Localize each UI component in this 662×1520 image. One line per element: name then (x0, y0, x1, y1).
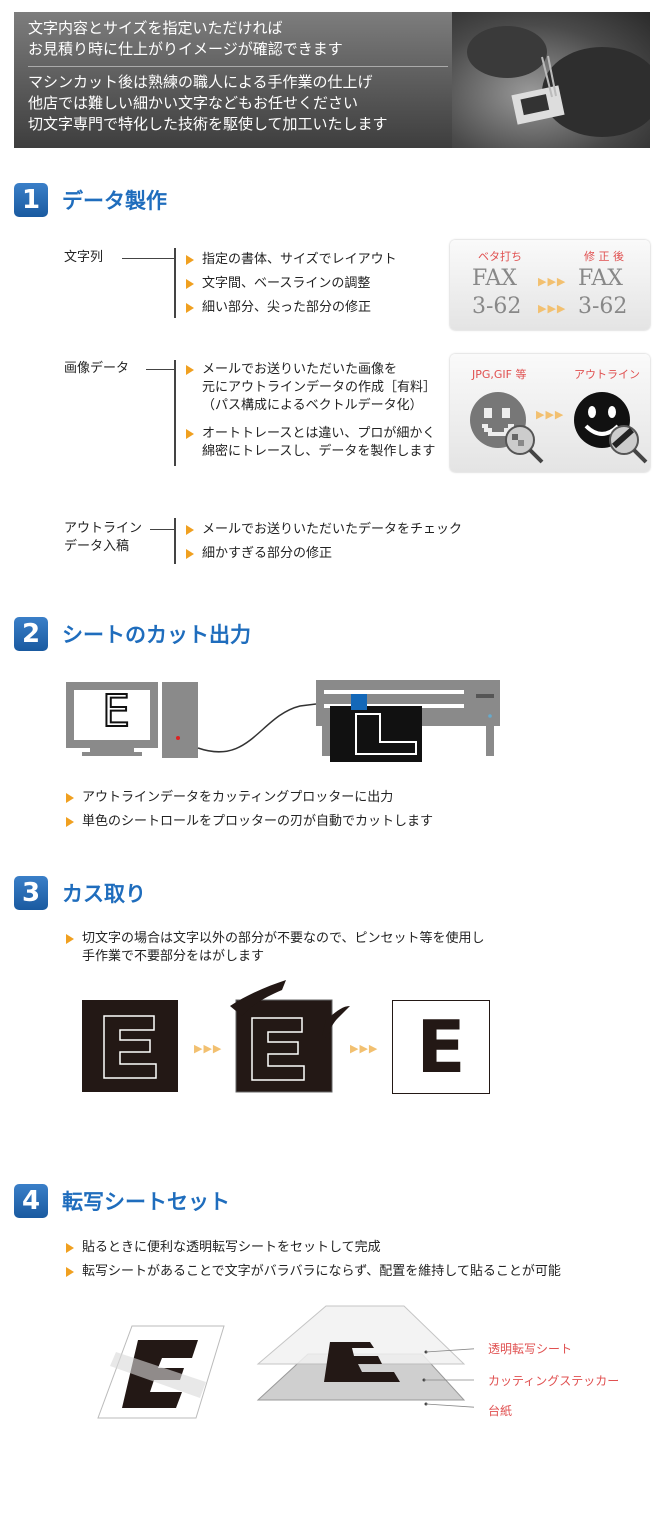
bullet-item: メールでお送りいただいた画像を元にアウトラインデータの作成［有料］（パス構成によ… (186, 361, 436, 415)
bullet-item: 貼るときに便利な透明転写シートをセットして完成 (66, 1239, 561, 1257)
bullet-arrow-icon (186, 525, 194, 535)
after-label: アウトライン (574, 368, 640, 381)
weeding-step-before (82, 1000, 178, 1092)
section-number-badge: 4 (14, 1184, 48, 1218)
section-title: データ製作 (62, 189, 167, 213)
after-text-line1: FAX (578, 266, 623, 291)
section-2-bullets: アウトラインデータをカッティングプロッターに出力 単色のシートロールをプロッター… (66, 789, 433, 837)
after-label: 修 正 後 (584, 250, 624, 263)
vinyl-sheet (330, 706, 422, 762)
banner-line: マシンカット後は熟練の職人による手作業の仕上げ (28, 73, 373, 91)
after-text-line2: 3-62 (578, 294, 628, 319)
weeding-step-peeling (230, 980, 350, 1093)
banner-line: 切文字専門で特化した技術を駆使して加工いたします (28, 115, 388, 133)
section-number-badge: 3 (14, 876, 48, 910)
bullet-arrow-icon (186, 255, 194, 265)
bullet-arrow-icon (66, 1267, 74, 1277)
outline-smiley-icon (574, 392, 648, 464)
layer-exploded-illustration (256, 1305, 474, 1408)
progress-arrows-icon: ▶▶▶ (538, 302, 567, 315)
connector-line (146, 369, 174, 370)
banner-line: 文字内容とサイズを指定いただければ (28, 19, 283, 37)
bullet-item: メールでお送りいただいたデータをチェック (186, 521, 462, 539)
section-number-badge: 2 (14, 617, 48, 651)
section-1-header: 1 データ製作 (14, 183, 314, 217)
row1-bullets: 指定の書体、サイズでレイアウト 文字間、ベースラインの調整 細い部分、尖った部分… (186, 251, 397, 323)
bullet-item: 指定の書体、サイズでレイアウト (186, 251, 397, 269)
section-title: 転写シートセット (62, 1190, 230, 1214)
progress-arrows-icon: ▶▶▶ (194, 1042, 223, 1055)
section-2-header: 2 シートのカット出力 (14, 617, 374, 651)
bullet-item: アウトラインデータをカッティングプロッターに出力 (66, 789, 433, 807)
connector-bar (174, 360, 176, 466)
label-backing-paper: 台紙 (488, 1404, 513, 1418)
progress-arrows-icon: ▶▶▶ (536, 408, 565, 421)
computer-to-plotter-illustration (66, 680, 500, 762)
section-title: カス取り (62, 882, 146, 906)
bullet-item: 細い部分、尖った部分の修正 (186, 299, 397, 317)
cutter-head (351, 694, 367, 710)
bullet-item: オートトレースとは違い、プロが細かく綿密にトレースし、データを製作します (186, 425, 436, 461)
header-banner: 文字内容とサイズを指定いただければ お見積り時に仕上がりイメージが確認できます … (14, 12, 650, 148)
monitor-letter: E (101, 686, 131, 737)
bullet-arrow-icon (66, 934, 74, 944)
bullet-item: 文字間、ベースラインの調整 (186, 275, 397, 293)
craftsman-photo (452, 12, 650, 148)
banner-text: 文字内容とサイズを指定いただければ お見積り時に仕上がりイメージが確認できます … (28, 18, 468, 135)
section-title: シートのカット出力 (62, 623, 251, 647)
banner-divider (28, 66, 448, 67)
raster-smiley-icon (470, 392, 544, 464)
bullet-arrow-icon (186, 303, 194, 313)
bullet-item: 切文字の場合は文字以外の部分が不要なので、ピンセット等を使用し手作業で不要部分を… (66, 930, 484, 966)
section-4-bullets: 貼るときに便利な透明転写シートをセットして完成 転写シートがあることで文字がバラ… (66, 1239, 561, 1287)
connector-line (122, 258, 174, 259)
bullet-arrow-icon (186, 429, 194, 439)
image-before-after-card: JPG,GIF 等 アウトライン ▶▶▶ (450, 354, 650, 472)
pc-tower-icon (162, 682, 198, 758)
section-3-header: 3 カス取り (14, 876, 314, 910)
section-3-bullets: 切文字の場合は文字以外の部分が不要なので、ピンセット等を使用し手作業で不要部分を… (66, 930, 484, 972)
before-text-line2: 3-62 (472, 294, 522, 319)
section-4-header: 4 転写シートセット (14, 1184, 354, 1218)
progress-arrows-icon: ▶▶▶ (350, 1042, 379, 1055)
section-number-badge: 1 (14, 183, 48, 217)
bullet-arrow-icon (66, 1243, 74, 1253)
label-cutting-sticker: カッティングステッカー (488, 1374, 620, 1388)
progress-arrows-icon: ▶▶▶ (538, 275, 567, 288)
label-transfer-sheet: 透明転写シート (488, 1342, 573, 1356)
bullet-arrow-icon (186, 549, 194, 559)
outlined-e-icon (103, 1015, 157, 1079)
bullet-arrow-icon (66, 817, 74, 827)
text-before-after-card: ベタ打ち 修 正 後 FAX 3-62 ▶▶▶ ▶▶▶ FAX 3-62 (450, 240, 650, 330)
bullet-item: 細かすぎる部分の修正 (186, 545, 462, 563)
connector-bar (174, 518, 176, 564)
finished-letter: E (416, 1005, 466, 1089)
bullet-item: 転写シートがあることで文字がバラバラにならず、配置を維持して貼ることが可能 (66, 1263, 561, 1281)
bullet-arrow-icon (186, 365, 194, 375)
bullet-arrow-icon (66, 793, 74, 803)
cable-line (197, 703, 317, 753)
bullet-item: 単色のシートロールをプロッターの刃が自動でカットします (66, 813, 433, 831)
connector-line (150, 529, 174, 530)
row-label-text: 文字列 (64, 250, 104, 265)
weeding-step-after: E (392, 1000, 490, 1094)
banner-line: 他店では難しい細かい文字などもお任せください (28, 94, 359, 112)
before-label: JPG,GIF 等 (472, 368, 527, 381)
before-text-line1: FAX (472, 266, 517, 291)
row2-bullets: メールでお送りいただいた画像を元にアウトラインデータの作成［有料］（パス構成によ… (186, 361, 436, 467)
bullet-arrow-icon (186, 279, 194, 289)
assembled-sticker-illustration (97, 1325, 225, 1419)
before-label: ベタ打ち (478, 250, 522, 263)
banner-line: お見積り時に仕上がりイメージが確認できます (28, 40, 343, 58)
row3-bullets: メールでお送りいただいたデータをチェック 細かすぎる部分の修正 (186, 521, 462, 569)
connector-bar (174, 248, 176, 318)
row-label-text: アウトラインデータ入稿 (64, 521, 143, 554)
row-label-text: 画像データ (64, 361, 130, 376)
